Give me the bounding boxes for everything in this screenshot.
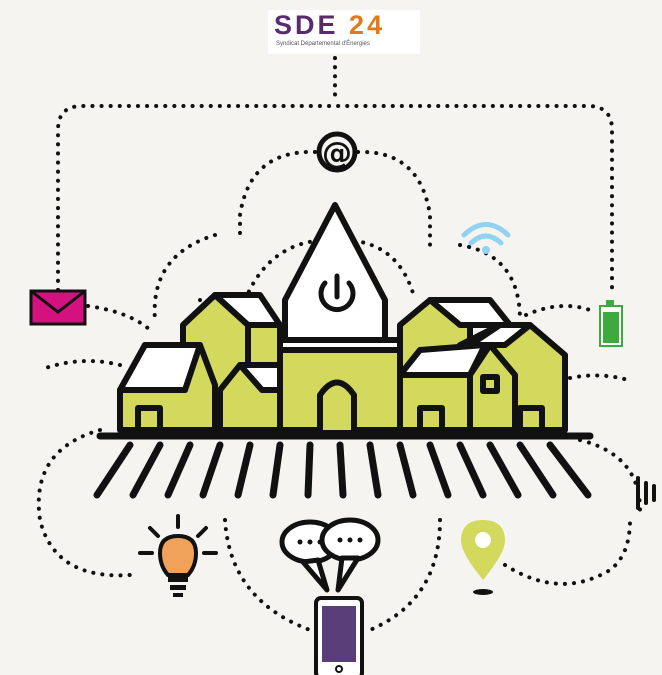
village [117,202,568,433]
sde24-logo: SDE 24 Syndicat Départemental d'Énergies [268,10,420,54]
chat-bubbles-icon [279,517,381,593]
at-sign-icon: @ [316,131,358,173]
logo-subtitle: Syndicat Départemental d'Énergies [276,41,370,47]
location-pin-icon [461,520,505,595]
svg-text:@: @ [322,136,352,171]
field [93,432,594,499]
power-icon [318,273,356,313]
wifi-icon [461,222,511,254]
envelope-icon [29,289,87,326]
smartphone-icon [314,596,364,675]
battery-icon [599,300,623,347]
lightbulb-icon [138,514,218,597]
logo-text: SDE [274,10,339,40]
sound-wave-icon [636,476,656,510]
logo-number: 24 [349,10,386,40]
